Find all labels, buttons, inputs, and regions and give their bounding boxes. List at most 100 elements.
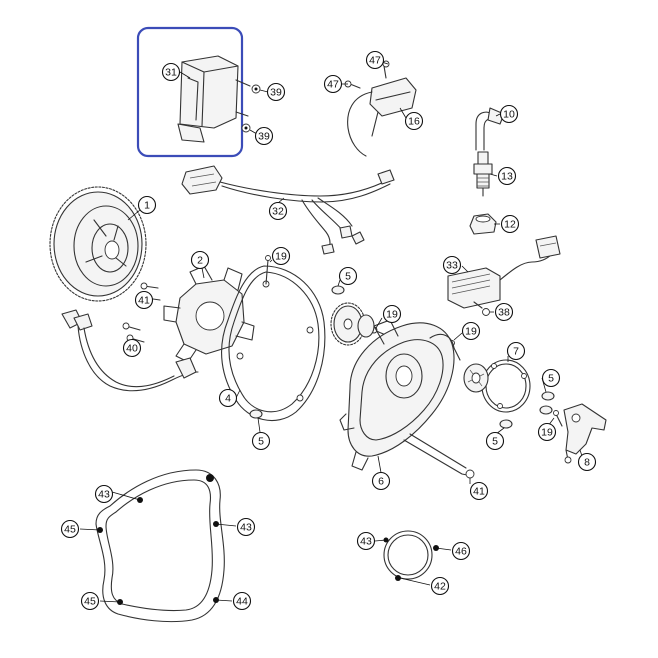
callout-number: 47	[369, 55, 381, 67]
callout-circle	[94, 484, 114, 504]
callout-number: 32	[272, 206, 284, 218]
callout-circle	[469, 481, 489, 501]
callout-number: 41	[473, 486, 485, 498]
flywheel-part	[49, 186, 147, 302]
callout-number: 19	[465, 326, 477, 338]
callout-circle	[461, 321, 481, 341]
callout-43b: 43	[236, 517, 256, 537]
stator-part	[163, 265, 255, 379]
callout-number: 40	[126, 343, 138, 355]
callout-number: 10	[503, 109, 515, 121]
spark-plug-part	[473, 151, 493, 197]
callout-41b: 41	[469, 481, 489, 501]
callout-number: 16	[408, 116, 420, 128]
callout-circle	[80, 591, 100, 611]
callout-circle	[266, 82, 286, 102]
callout-12: 12	[500, 214, 520, 234]
callout-number: 33	[446, 260, 458, 272]
callout-number: 6	[378, 476, 384, 488]
callout-number: 5	[548, 373, 554, 385]
callout-circle	[251, 431, 271, 451]
callout-circle	[497, 166, 517, 186]
cdi-unit-part	[177, 55, 251, 143]
callout-circle	[271, 246, 291, 266]
impeller-part	[463, 363, 489, 393]
callout-42: 42	[430, 576, 450, 596]
callout-number: 39	[258, 131, 270, 143]
wiring-harness-part	[181, 165, 395, 255]
callout-circle	[430, 576, 450, 596]
callout-circle	[442, 255, 462, 275]
callout-46: 46	[451, 541, 471, 561]
callout-number: 2	[197, 255, 203, 267]
pickup-cable-part	[61, 309, 199, 392]
callout-number: 13	[501, 171, 513, 183]
callout-19d: 19	[537, 422, 557, 442]
callout-5d: 5	[485, 431, 505, 451]
cdi-bolts	[241, 84, 261, 133]
leader-lines	[79, 59, 583, 603]
callout-circle	[122, 338, 142, 358]
callout-number: 4	[225, 393, 231, 405]
callout-1: 1	[137, 195, 157, 215]
callout-33: 33	[442, 255, 462, 275]
callout-13: 13	[497, 166, 517, 186]
callout-circle	[541, 368, 561, 388]
callout-circle	[499, 104, 519, 124]
pump-gasket-part	[383, 530, 439, 581]
regulator-part	[447, 235, 561, 309]
callout-44: 44	[232, 591, 252, 611]
callout-circle	[60, 519, 80, 539]
callout-32: 32	[268, 201, 288, 221]
callout-number: 5	[258, 436, 264, 448]
callout-8: 8	[577, 452, 597, 472]
callout-number: 7	[513, 346, 519, 358]
callout-circle	[338, 266, 358, 286]
callout-number: 46	[455, 546, 467, 558]
callout-number: 45	[64, 524, 76, 536]
callout-number: 5	[492, 436, 498, 448]
callout-45a: 45	[60, 519, 80, 539]
callout-number: 42	[434, 581, 446, 593]
callout-circle	[356, 531, 376, 551]
callout-19a: 19	[271, 246, 291, 266]
callout-19c: 19	[461, 321, 481, 341]
callout-number: 43	[240, 522, 252, 534]
callout-circle	[161, 62, 181, 82]
callout-number: 19	[386, 309, 398, 321]
callout-43c: 43	[356, 531, 376, 551]
callout-39a: 39	[266, 82, 286, 102]
callout-6: 6	[371, 471, 391, 491]
callout-circle	[254, 126, 274, 146]
callout-circle	[404, 111, 424, 131]
callout-5c: 5	[251, 431, 271, 451]
callout-16: 16	[404, 111, 424, 131]
callout-circle	[382, 304, 402, 324]
callout-number: 1	[144, 200, 150, 212]
highlight-box	[136, 26, 244, 158]
starter-gears-part	[330, 302, 375, 346]
callout-circle	[506, 341, 526, 361]
callout-circle	[137, 195, 157, 215]
callout-number: 38	[498, 307, 510, 319]
callout-31: 31	[161, 62, 181, 82]
callout-number: 47	[327, 79, 339, 91]
callout-circle	[134, 290, 154, 310]
callout-number: 19	[541, 427, 553, 439]
callout-number: 5	[345, 271, 351, 283]
grommet-part	[469, 213, 497, 235]
callout-7: 7	[506, 341, 526, 361]
callout-10: 10	[499, 104, 519, 124]
callout-2: 2	[190, 250, 210, 270]
callout-4: 4	[218, 388, 238, 408]
callout-39b: 39	[254, 126, 274, 146]
callout-circle	[537, 422, 557, 442]
callout-circle	[451, 541, 471, 561]
callout-circle	[494, 302, 514, 322]
callout-19b: 19	[382, 304, 402, 324]
generator-cover-part	[339, 319, 475, 479]
callout-circle	[365, 50, 385, 70]
callout-circle	[190, 250, 210, 270]
